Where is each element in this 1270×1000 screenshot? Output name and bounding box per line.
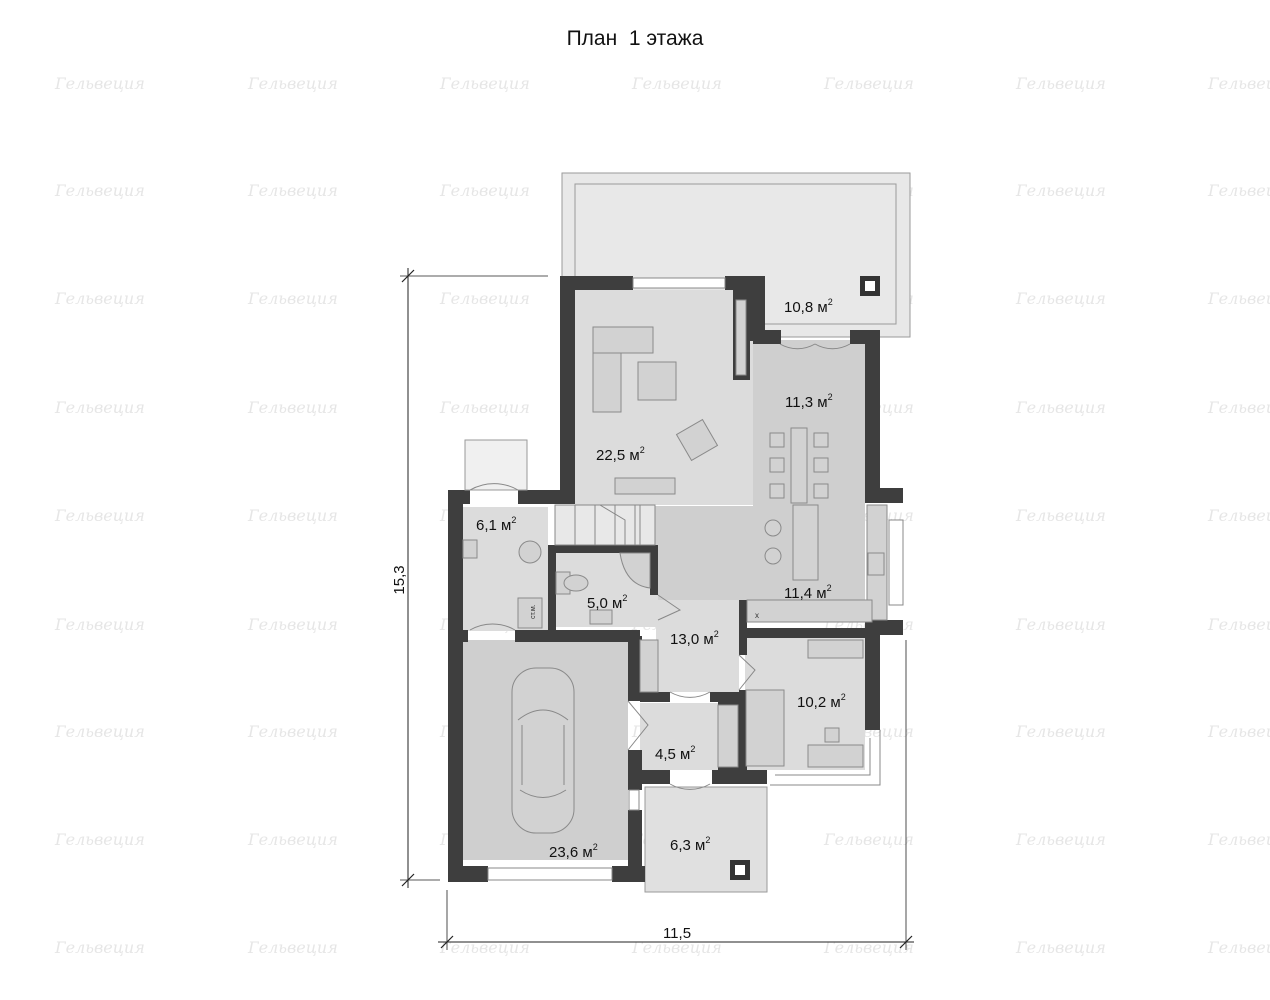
watermark-text: Гельвеция — [54, 722, 145, 741]
doors — [469, 343, 851, 790]
watermark-text: Гельвеция — [54, 289, 145, 308]
plan-title: План 1 этажа — [566, 27, 704, 50]
watermark-text: Гельвеция — [247, 74, 338, 93]
watermark-text: Гельвеция — [823, 74, 914, 93]
height-dimension: 15,3 — [391, 565, 408, 594]
watermark-text: Гельвеция — [631, 74, 722, 93]
watermark-text: Гельвеция — [823, 938, 914, 957]
furniture — [462, 299, 888, 880]
watermark-text: Гельвеция — [631, 938, 722, 957]
watermark-text: Гельвеция — [1015, 615, 1106, 634]
room-area-label: 6,1 м2 — [476, 515, 516, 534]
watermark-text: Гельвеция — [247, 181, 338, 200]
watermark-text: Гельвеция — [54, 398, 145, 417]
watermark-text: Гельвеция — [54, 938, 145, 957]
room-area-label: 22,5 м2 — [596, 445, 645, 464]
watermark-text: Гельвеция — [1207, 506, 1270, 525]
watermark-text: Гельвеция — [1207, 615, 1270, 634]
watermark-text: Гельвеция — [439, 74, 530, 93]
washer-label: ст.м. — [530, 604, 537, 619]
watermark-text: Гельвеция — [1207, 289, 1270, 308]
staircase — [554, 504, 656, 546]
room-labels: 10,8 м2 11,3 м2 22,5 м2 6,1 м2 5,0 м2 11… — [476, 297, 846, 861]
watermark-text: Гельвеция — [823, 830, 914, 849]
watermark-text: Гельвеция — [1015, 938, 1106, 957]
watermark-text: Гельвеция — [1207, 830, 1270, 849]
watermark-text: Гельвеция — [1207, 398, 1270, 417]
watermark-text: Гельвеция — [1015, 74, 1106, 93]
watermark-text: Гельвеция — [1015, 506, 1106, 525]
watermark-text: Гельвеция — [247, 615, 338, 634]
dimension-lines: 15,3 11,5 — [391, 268, 914, 950]
watermark-text: Гельвеция — [54, 181, 145, 200]
watermark-text: Гельвеция — [1207, 722, 1270, 741]
watermark-text: Гельвеция — [247, 289, 338, 308]
room-area-label: 5,0 м2 — [587, 593, 627, 612]
room-area-label: 11,4 м2 — [784, 583, 832, 602]
watermark-text: Гельвеция — [1015, 830, 1106, 849]
watermark-text: Гельвеция — [439, 181, 530, 200]
watermark-text: Гельвеция — [247, 722, 338, 741]
room-area-label: 11,3 м2 — [785, 392, 833, 411]
watermark-text: Гельвеция — [247, 938, 338, 957]
watermark-text: Гельвеция — [247, 506, 338, 525]
fridge-label: х — [755, 611, 759, 620]
room-area-label: 23,6 м2 — [549, 842, 598, 861]
watermark-text: Гельвеция — [439, 938, 530, 957]
watermark-text: Гельвеция — [1015, 289, 1106, 308]
watermark-text: Гельвеция — [54, 615, 145, 634]
watermark-text: Гельвеция — [439, 289, 530, 308]
watermark-text: Гельвеция — [247, 398, 338, 417]
windows — [464, 277, 904, 881]
watermark-text: Гельвеция — [1015, 722, 1106, 741]
watermark-text: Гельвеция — [1207, 74, 1270, 93]
room-area-label: 4,5 м2 — [655, 744, 695, 763]
watermark-text: Гельвеция — [1015, 181, 1106, 200]
watermark-text: Гельвеция — [54, 74, 145, 93]
watermark-text: Гельвеция — [439, 398, 530, 417]
watermark-text: Гельвеция — [1207, 938, 1270, 957]
watermark-text: Гельвеция — [54, 830, 145, 849]
room-area-label: 10,2 м2 — [797, 692, 846, 711]
watermark-text: Гельвеция — [247, 830, 338, 849]
watermark-text: Гельвеция — [1207, 181, 1270, 200]
room-area-label: 13,0 м2 — [670, 629, 719, 648]
watermark-text: Гельвеция — [54, 506, 145, 525]
room-area-label: 6,3 м2 — [670, 835, 710, 854]
width-dimension: 11,5 — [663, 925, 691, 942]
watermark-text: Гельвеция — [1015, 398, 1106, 417]
room-area-label: 10,8 м2 — [784, 297, 833, 316]
